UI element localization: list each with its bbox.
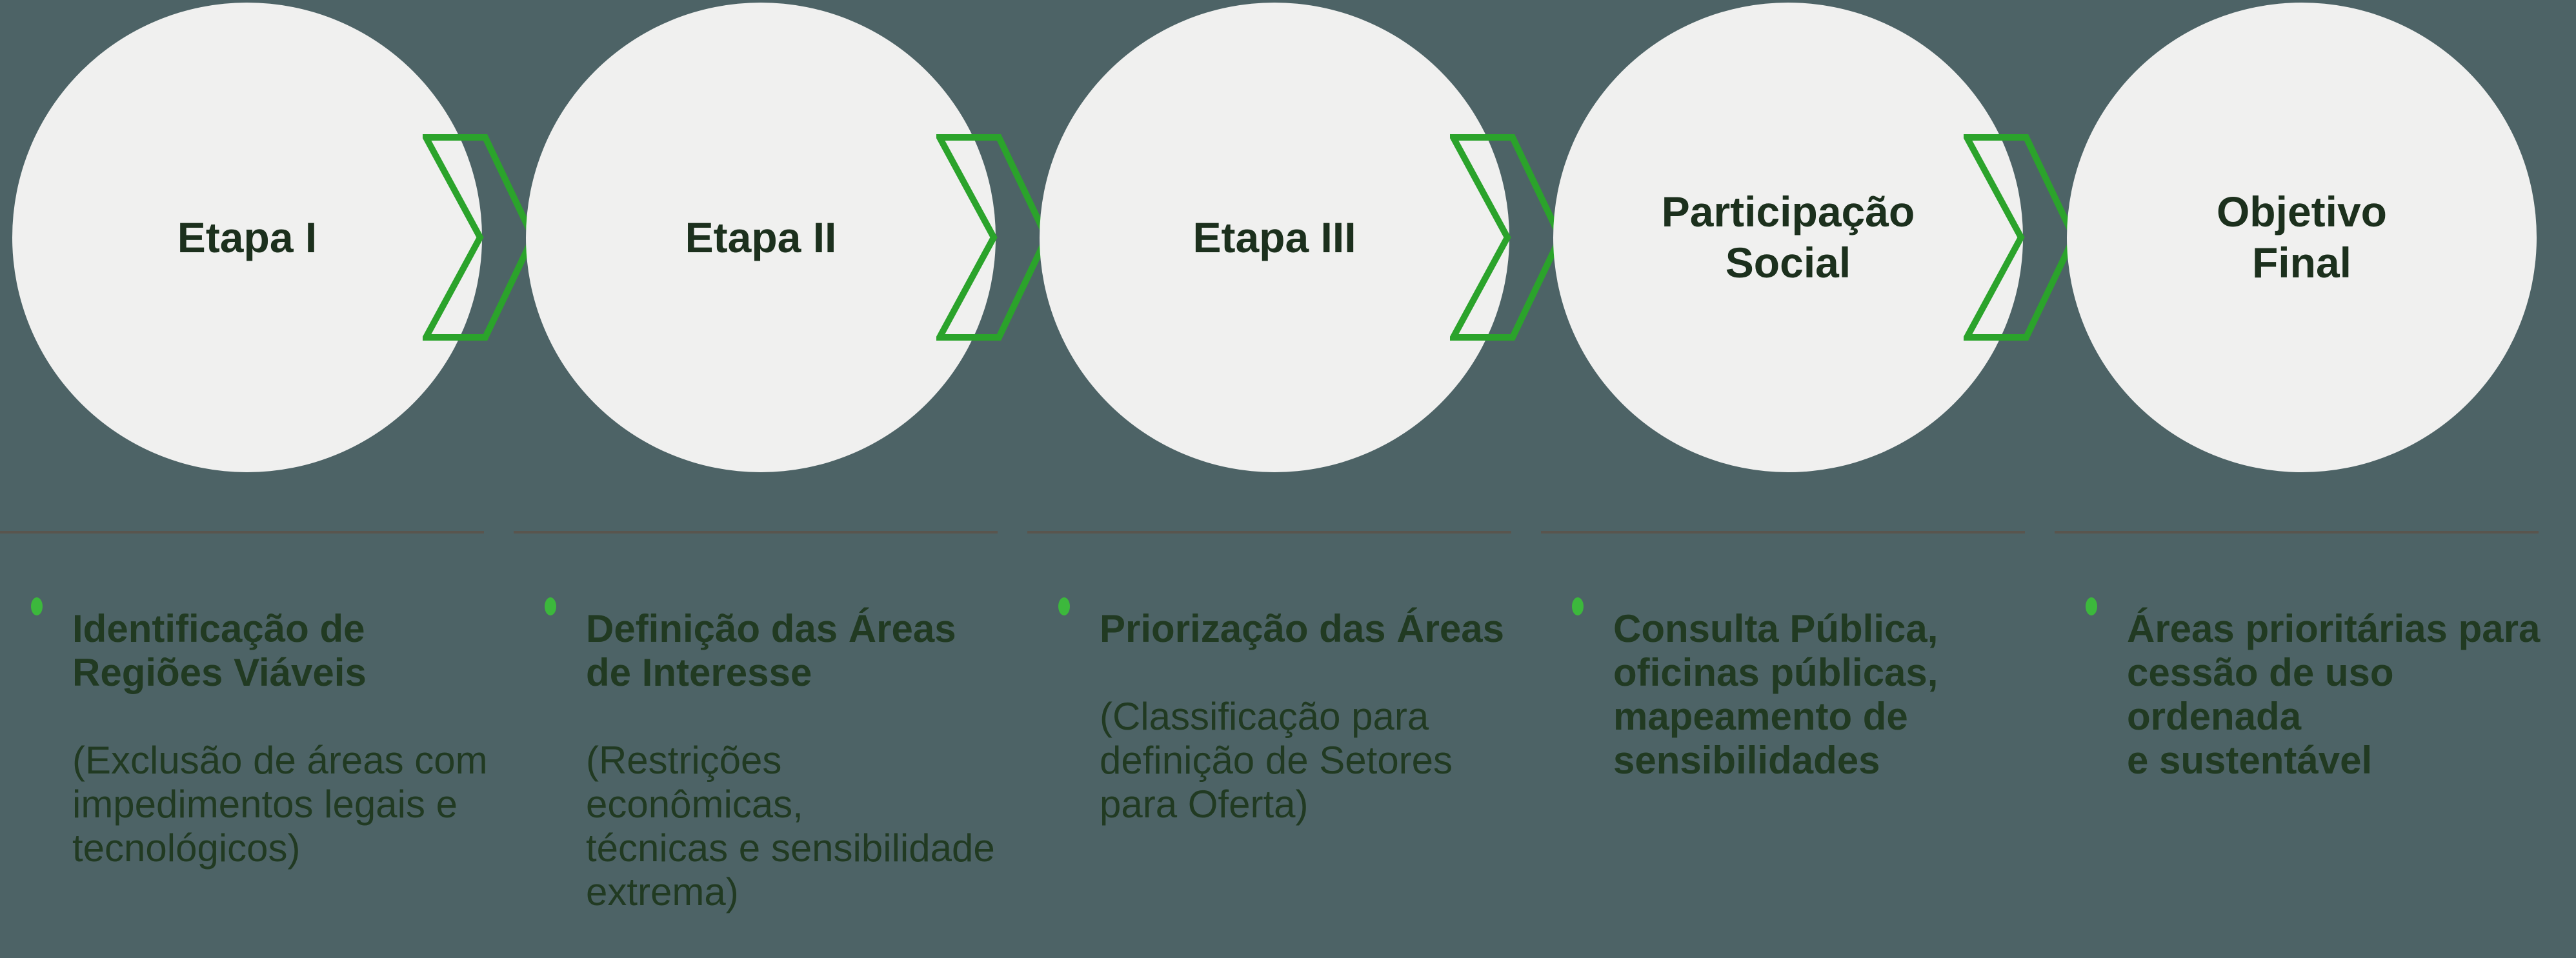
divider-line: [514, 531, 998, 534]
stage-circle: Etapa III: [1040, 3, 1509, 472]
stage-bold-text: Consulta Pública, oficinas públicas, map…: [1613, 607, 1938, 782]
process-diagram: { "colors": { "background": "#4D6366", "…: [0, 0, 2568, 913]
bullet-icon: [2086, 597, 2097, 615]
stage-etapa-2: Etapa II Definição das Áreas de Interess…: [514, 0, 1050, 913]
divider-line: [1027, 531, 1511, 534]
stage-title: Objetivo Final: [2216, 188, 2388, 286]
chevron-right-icon: [936, 134, 1050, 341]
chevron-right-icon: [423, 134, 536, 341]
stage-description: Áreas prioritárias para cessão de uso or…: [2127, 563, 2546, 870]
stage-title: Etapa I: [177, 213, 317, 261]
stage-description: Definição das Áreas de Interesse (Restri…: [586, 563, 1005, 958]
stage-description: Priorização das Áreas (Classificação par…: [1100, 563, 1519, 870]
stage-detail-text: (Classificação para definição de Setores…: [1100, 695, 1453, 826]
stage-circle: Objetivo Final: [2067, 3, 2537, 472]
stage-circle: Etapa I: [12, 3, 482, 472]
stage-circle: Participação Social: [1553, 3, 2023, 472]
bullet-icon: [1058, 597, 1070, 615]
chevron-right-icon: [1964, 134, 2077, 341]
stage-bold-text: Áreas prioritárias para cessão de uso or…: [2127, 607, 2541, 782]
chevron-right-icon: [1450, 134, 1564, 341]
stage-title: Etapa II: [685, 213, 837, 261]
divider-line: [2055, 531, 2539, 534]
stage-objetivo-final: Objetivo Final Áreas prioritárias para c…: [2055, 0, 2568, 801]
bullet-icon: [545, 597, 556, 615]
stage-participacao-social: Participação Social Consulta Pública, of…: [1541, 0, 2077, 801]
stage-title: Participação Social: [1661, 188, 1915, 286]
stage-description: Identificação de Regiões Viáveis (Exclus…: [72, 563, 492, 914]
stage-detail-text: (Restrições econômicas, técnicas e sensi…: [586, 739, 995, 913]
stage-circle: Etapa II: [526, 3, 996, 472]
divider-line: [0, 531, 484, 534]
bullet-icon: [1572, 597, 1584, 615]
stage-description: Consulta Pública, oficinas públicas, map…: [1613, 563, 2033, 870]
stage-bold-text: Identificação de Regiões Viáveis: [72, 607, 367, 694]
divider-line: [1541, 531, 2025, 534]
bullet-icon: [31, 597, 43, 615]
stage-title: Etapa III: [1192, 213, 1356, 261]
stage-etapa-1: Etapa I Identificação de Regiões Viáveis…: [0, 0, 536, 870]
stage-etapa-3: Etapa III Priorização das Áreas (Classif…: [1027, 0, 1564, 826]
stage-detail-text: (Exclusão de áreas com impedimentos lega…: [72, 739, 488, 870]
stage-bold-text: Definição das Áreas de Interesse: [586, 607, 956, 694]
stage-bold-text: Priorização das Áreas: [1100, 607, 1504, 650]
